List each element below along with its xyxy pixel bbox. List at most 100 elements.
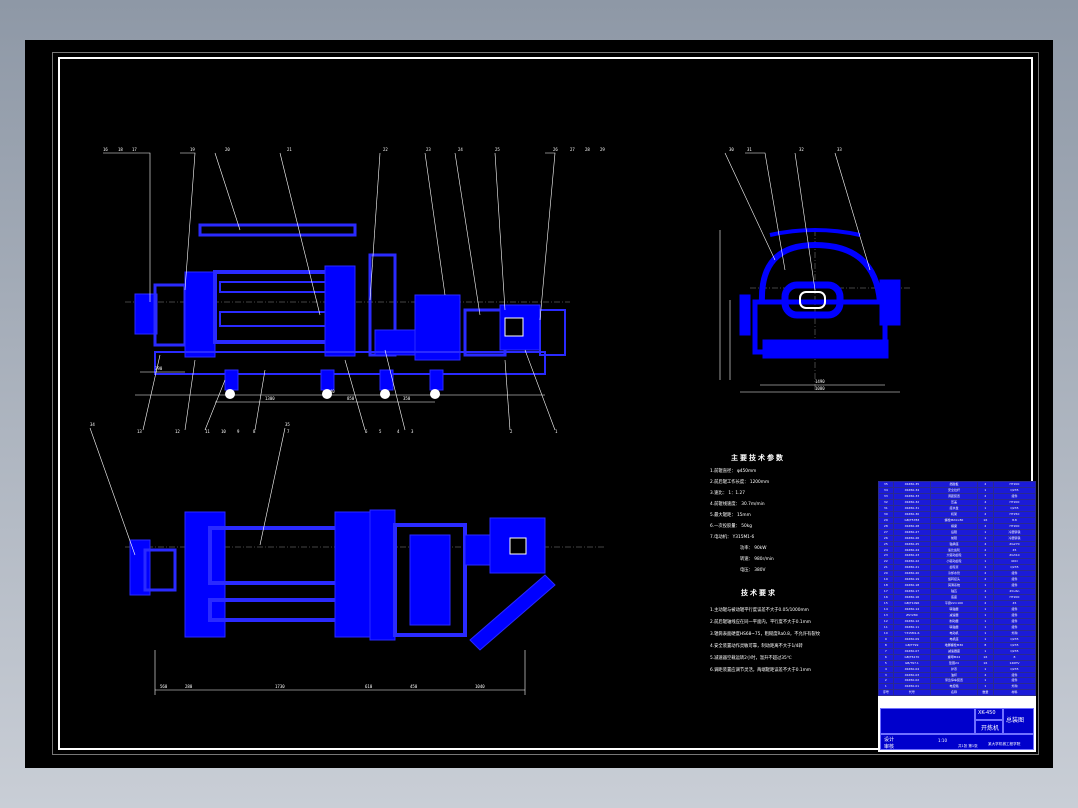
- tech-params-heading: 主要技术参数: [731, 453, 785, 462]
- svg-text:30: 30: [729, 147, 734, 152]
- side-leaders: [719, 152, 900, 393]
- front-view: [134, 223, 566, 399]
- balloon-16: 16: [103, 147, 108, 152]
- svg-text:33: 33: [837, 147, 842, 152]
- parts-cell: 序号: [878, 689, 894, 697]
- cad-drawing: 16 18 17 19 20 21 22 23 24 25 26 27 28 2…: [89, 147, 910, 695]
- svg-text:2.前后辊轴线应在同一平面内，平行度不大于0.1mm: 2.前后辊轴线应在同一平面内，平行度不大于0.1mm: [710, 618, 811, 625]
- svg-text:560: 560: [160, 684, 168, 689]
- side-view: [739, 228, 901, 359]
- svg-text:31: 31: [747, 147, 752, 152]
- svg-text:3.辊筒表面硬度HS68~75，粗糙度Ra0.8，不允许有裂: 3.辊筒表面硬度HS68~75，粗糙度Ra0.8，不允许有裂纹: [710, 630, 821, 637]
- svg-text:32: 32: [799, 147, 804, 152]
- foot-bolt: [224, 369, 239, 391]
- title-school: 某大学机械工程学院: [988, 742, 1021, 746]
- designer-label: 设计: [884, 737, 895, 743]
- front-balloons: 16 18 17 19 20 21 22 23 24 25 26 27 28 2…: [103, 147, 605, 434]
- svg-text:450: 450: [410, 684, 418, 689]
- side-base: [762, 339, 889, 359]
- balloon-13: 13: [137, 429, 142, 434]
- svg-text:电压： 380V: 电压： 380V: [740, 566, 765, 573]
- front-leaders: [103, 152, 556, 431]
- svg-text:350: 350: [403, 396, 411, 401]
- title-designation-cell: [975, 708, 1003, 720]
- top-view: [129, 509, 556, 651]
- svg-text:1040: 1040: [325, 389, 335, 394]
- svg-text:6.调距装置应调节灵活，两端辊距误差不大于0.1mm: 6.调距装置应调节灵活，两端辊距误差不大于0.1mm: [710, 666, 811, 673]
- svg-text:280: 280: [185, 684, 193, 689]
- balloon-1: 1: [555, 429, 558, 434]
- svg-text:1080: 1080: [815, 386, 825, 391]
- balloon-19: 19: [190, 147, 195, 152]
- svg-text:4.前辊线速度： 30.7m/min: 4.前辊线速度： 30.7m/min: [710, 500, 765, 507]
- balloon-23: 23: [426, 147, 431, 152]
- balloon-20: 20: [225, 147, 230, 152]
- drawing-sheet: 16 18 17 19 20 21 22 23 24 25 26 27 28 2…: [25, 40, 1053, 768]
- balloon-17: 17: [132, 147, 137, 152]
- svg-text:1040: 1040: [475, 684, 485, 689]
- svg-text:7.电动机： Y315M1-6: 7.电动机： Y315M1-6: [710, 533, 754, 540]
- svg-text:1.主动辊与被动辊平行度误差不大于0.05/1000mm: 1.主动辊与被动辊平行度误差不大于0.05/1000mm: [710, 606, 809, 613]
- left-frame: [184, 271, 216, 358]
- balloon-10: 10: [221, 429, 226, 434]
- svg-text:6.一次投胶量： 50kg: 6.一次投胶量： 50kg: [710, 522, 752, 529]
- balloon-11: 11: [205, 429, 210, 434]
- balloon-5: 5: [379, 429, 382, 434]
- base-plate: [154, 351, 546, 375]
- balloon-25: 25: [495, 147, 500, 152]
- side-balloons-and-dims: 30 31 32 33 1490 1080: [729, 147, 842, 391]
- front-dimensions: 390 1300 850 350 1040: [155, 366, 411, 401]
- title-name: 开炼机: [981, 725, 1000, 732]
- parts-cell: 代号: [892, 689, 932, 697]
- title-scale: 1:10: [938, 738, 947, 743]
- reducer: [414, 294, 461, 361]
- side-frame-arc: [758, 241, 883, 303]
- parts-header-row: 序号代号名称数量材料: [878, 689, 1037, 697]
- tech-req-heading: 技术要求: [741, 588, 777, 597]
- svg-text:34: 34: [90, 422, 95, 427]
- balloon-26: 26: [553, 147, 558, 152]
- gear-box: [393, 523, 467, 637]
- svg-text:390: 390: [155, 366, 163, 371]
- svg-text:1490: 1490: [815, 379, 825, 384]
- svg-text:4.安全装置动作灵敏可靠，制动距离不大于1/4转: 4.安全装置动作灵敏可靠，制动距离不大于1/4转: [710, 642, 803, 649]
- balloon-27: 27: [570, 147, 575, 152]
- checker-label: 审核: [884, 744, 895, 750]
- balloon-9: 9: [237, 429, 240, 434]
- drawing-frame: [58, 57, 1033, 750]
- sheet-outer-border: [52, 52, 1039, 755]
- title-drawing-type: 总装图: [1006, 717, 1025, 724]
- balloon-24: 24: [458, 147, 463, 152]
- top-cross-beam: [198, 223, 357, 237]
- tech-requirements: 技术要求 1.主动辊与被动辊平行度误差不大于0.05/1000mm 2.前后辊轴…: [710, 588, 821, 673]
- svg-text:5.最大辊距： 15mm: 5.最大辊距： 15mm: [710, 511, 751, 518]
- centerlines: [125, 230, 910, 548]
- balloon-22: 22: [383, 147, 388, 152]
- title-designation: XK-450: [978, 710, 996, 716]
- balloon-28: 28: [585, 147, 590, 152]
- top-left-frame: [184, 511, 226, 638]
- top-leaders: [89, 427, 526, 695]
- parts-cell: 数量: [976, 689, 994, 697]
- left-bearing-housing: [134, 293, 158, 335]
- balloon-4: 4: [397, 429, 400, 434]
- svg-text:1300: 1300: [265, 396, 275, 401]
- balloon-6: 6: [365, 429, 368, 434]
- title-block: XK-450 开炼机 总装图 设计 审核 1:10 共1张 第1张 某大学机械工…: [878, 706, 1036, 752]
- balloon-7: 7: [287, 429, 290, 434]
